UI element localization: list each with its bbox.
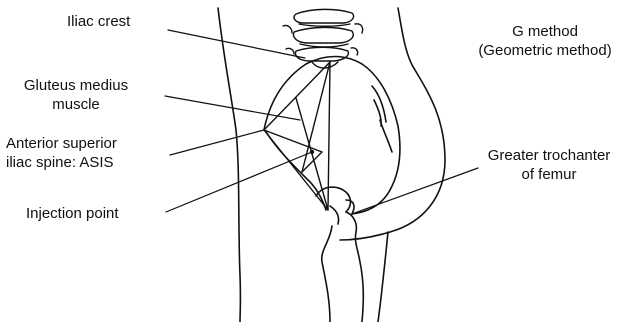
label-asis: Anterior superior iliac spine: ASIS — [6, 134, 117, 172]
leader-line-greater-trochanter — [352, 168, 478, 214]
label-iliac-crest: Iliac crest — [67, 12, 130, 31]
leader-line-gluteus-medius — [165, 96, 300, 120]
injection-point-marker — [310, 150, 314, 154]
label-greater-trochanter: Greater trochanter of femur — [468, 146, 630, 184]
label-gluteus-medius: Gluteus medius muscle — [14, 76, 138, 114]
label-g-method: G method (Geometric method) — [460, 22, 630, 60]
femur-outline — [316, 187, 363, 322]
leader-line-iliac-crest — [168, 30, 305, 58]
body-outline — [218, 8, 445, 322]
leader-line-asis — [170, 130, 264, 155]
label-injection-point: Injection point — [26, 204, 119, 223]
ilium-outline — [264, 57, 400, 215]
g-method-triangle — [264, 62, 330, 210]
